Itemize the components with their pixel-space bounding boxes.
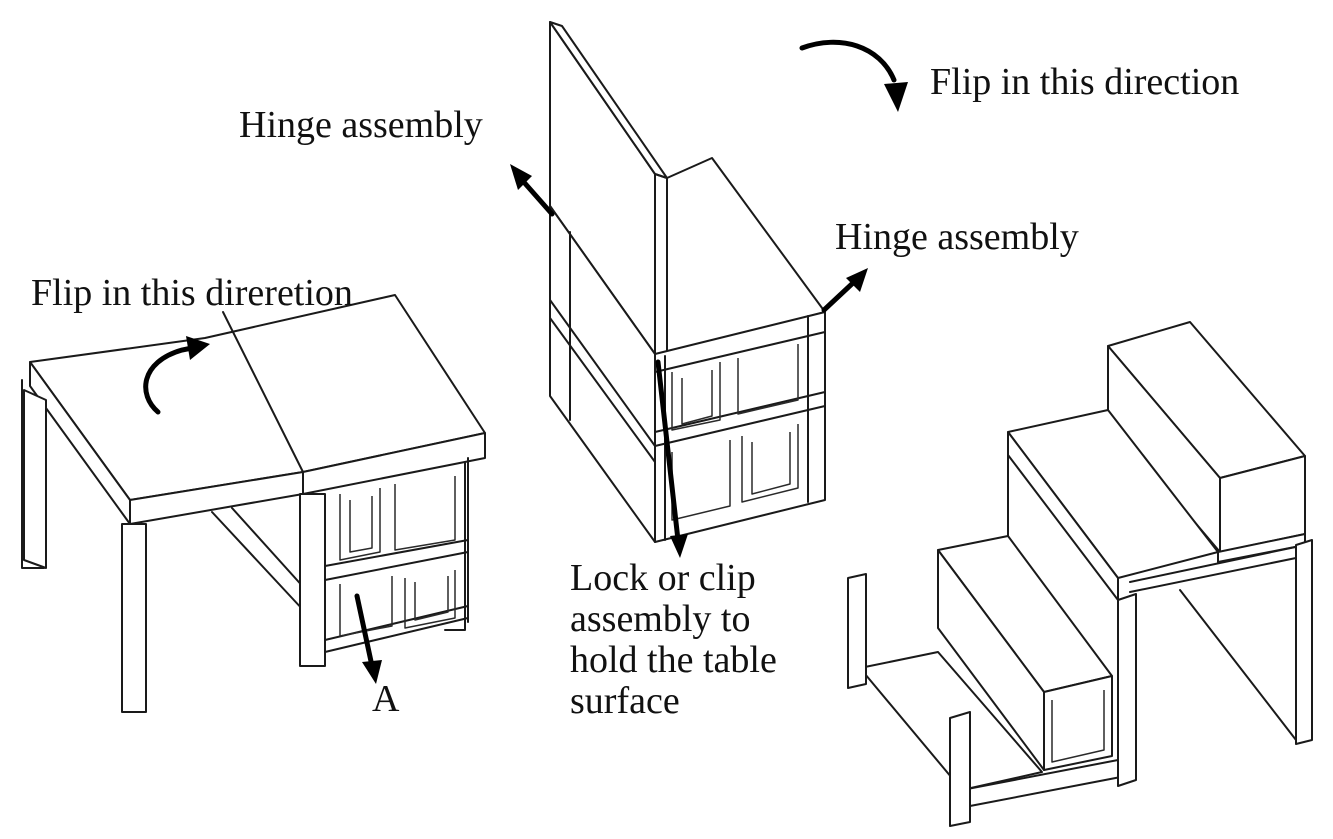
label-flip-top-right: Flip in this direction bbox=[930, 61, 1240, 103]
step-lower-cubby bbox=[1051, 690, 1105, 763]
step-post-back-left bbox=[847, 573, 867, 689]
flip-arrow-left bbox=[143, 336, 210, 415]
label-lock-clip: Lock or clip assembly to hold the table … bbox=[570, 558, 777, 722]
hinge-arrow-right bbox=[821, 268, 868, 313]
cubby-upper-left bbox=[339, 488, 381, 561]
label-hinge-right: Hinge assembly bbox=[835, 216, 1079, 258]
label-marker-a: A bbox=[372, 678, 400, 720]
table-configuration bbox=[21, 294, 486, 713]
table-leg-left bbox=[23, 389, 47, 569]
folded-cubby-2 bbox=[737, 344, 799, 415]
label-lock-line-1: Lock or clip bbox=[570, 557, 756, 599]
tabletop-hinge-seam bbox=[222, 311, 304, 473]
step-post-front-left bbox=[949, 711, 971, 827]
hinge-arrow-top bbox=[510, 164, 555, 217]
step-back-brace bbox=[1179, 589, 1297, 741]
label-lock-line-3: hold the table bbox=[570, 639, 777, 681]
table-leg-front-left bbox=[121, 523, 147, 713]
label-lock-line-4: surface bbox=[570, 680, 680, 722]
shelf-board-middle bbox=[324, 539, 469, 567]
step-lower-side-face bbox=[1043, 675, 1113, 771]
folded-configuration bbox=[549, 21, 826, 543]
label-flip-left: Flip in this direretion bbox=[31, 272, 353, 314]
lock-arrow bbox=[655, 359, 688, 558]
flip-arrow-top bbox=[799, 39, 908, 112]
shelf-post-front bbox=[299, 493, 326, 667]
step-back-leg-right bbox=[1295, 539, 1313, 745]
cubby-upper-right bbox=[394, 476, 456, 551]
folded-cubby-1 bbox=[671, 362, 721, 431]
folded-cubby-4 bbox=[741, 424, 799, 503]
label-lock-line-2: assembly to bbox=[570, 598, 751, 640]
step-configuration bbox=[847, 321, 1313, 827]
label-hinge-top: Hinge assembly bbox=[239, 104, 483, 146]
step-post-front-right bbox=[1117, 593, 1137, 787]
cubby-lower-right bbox=[404, 570, 456, 629]
arrow-a bbox=[354, 593, 382, 684]
table-brace bbox=[211, 511, 306, 613]
